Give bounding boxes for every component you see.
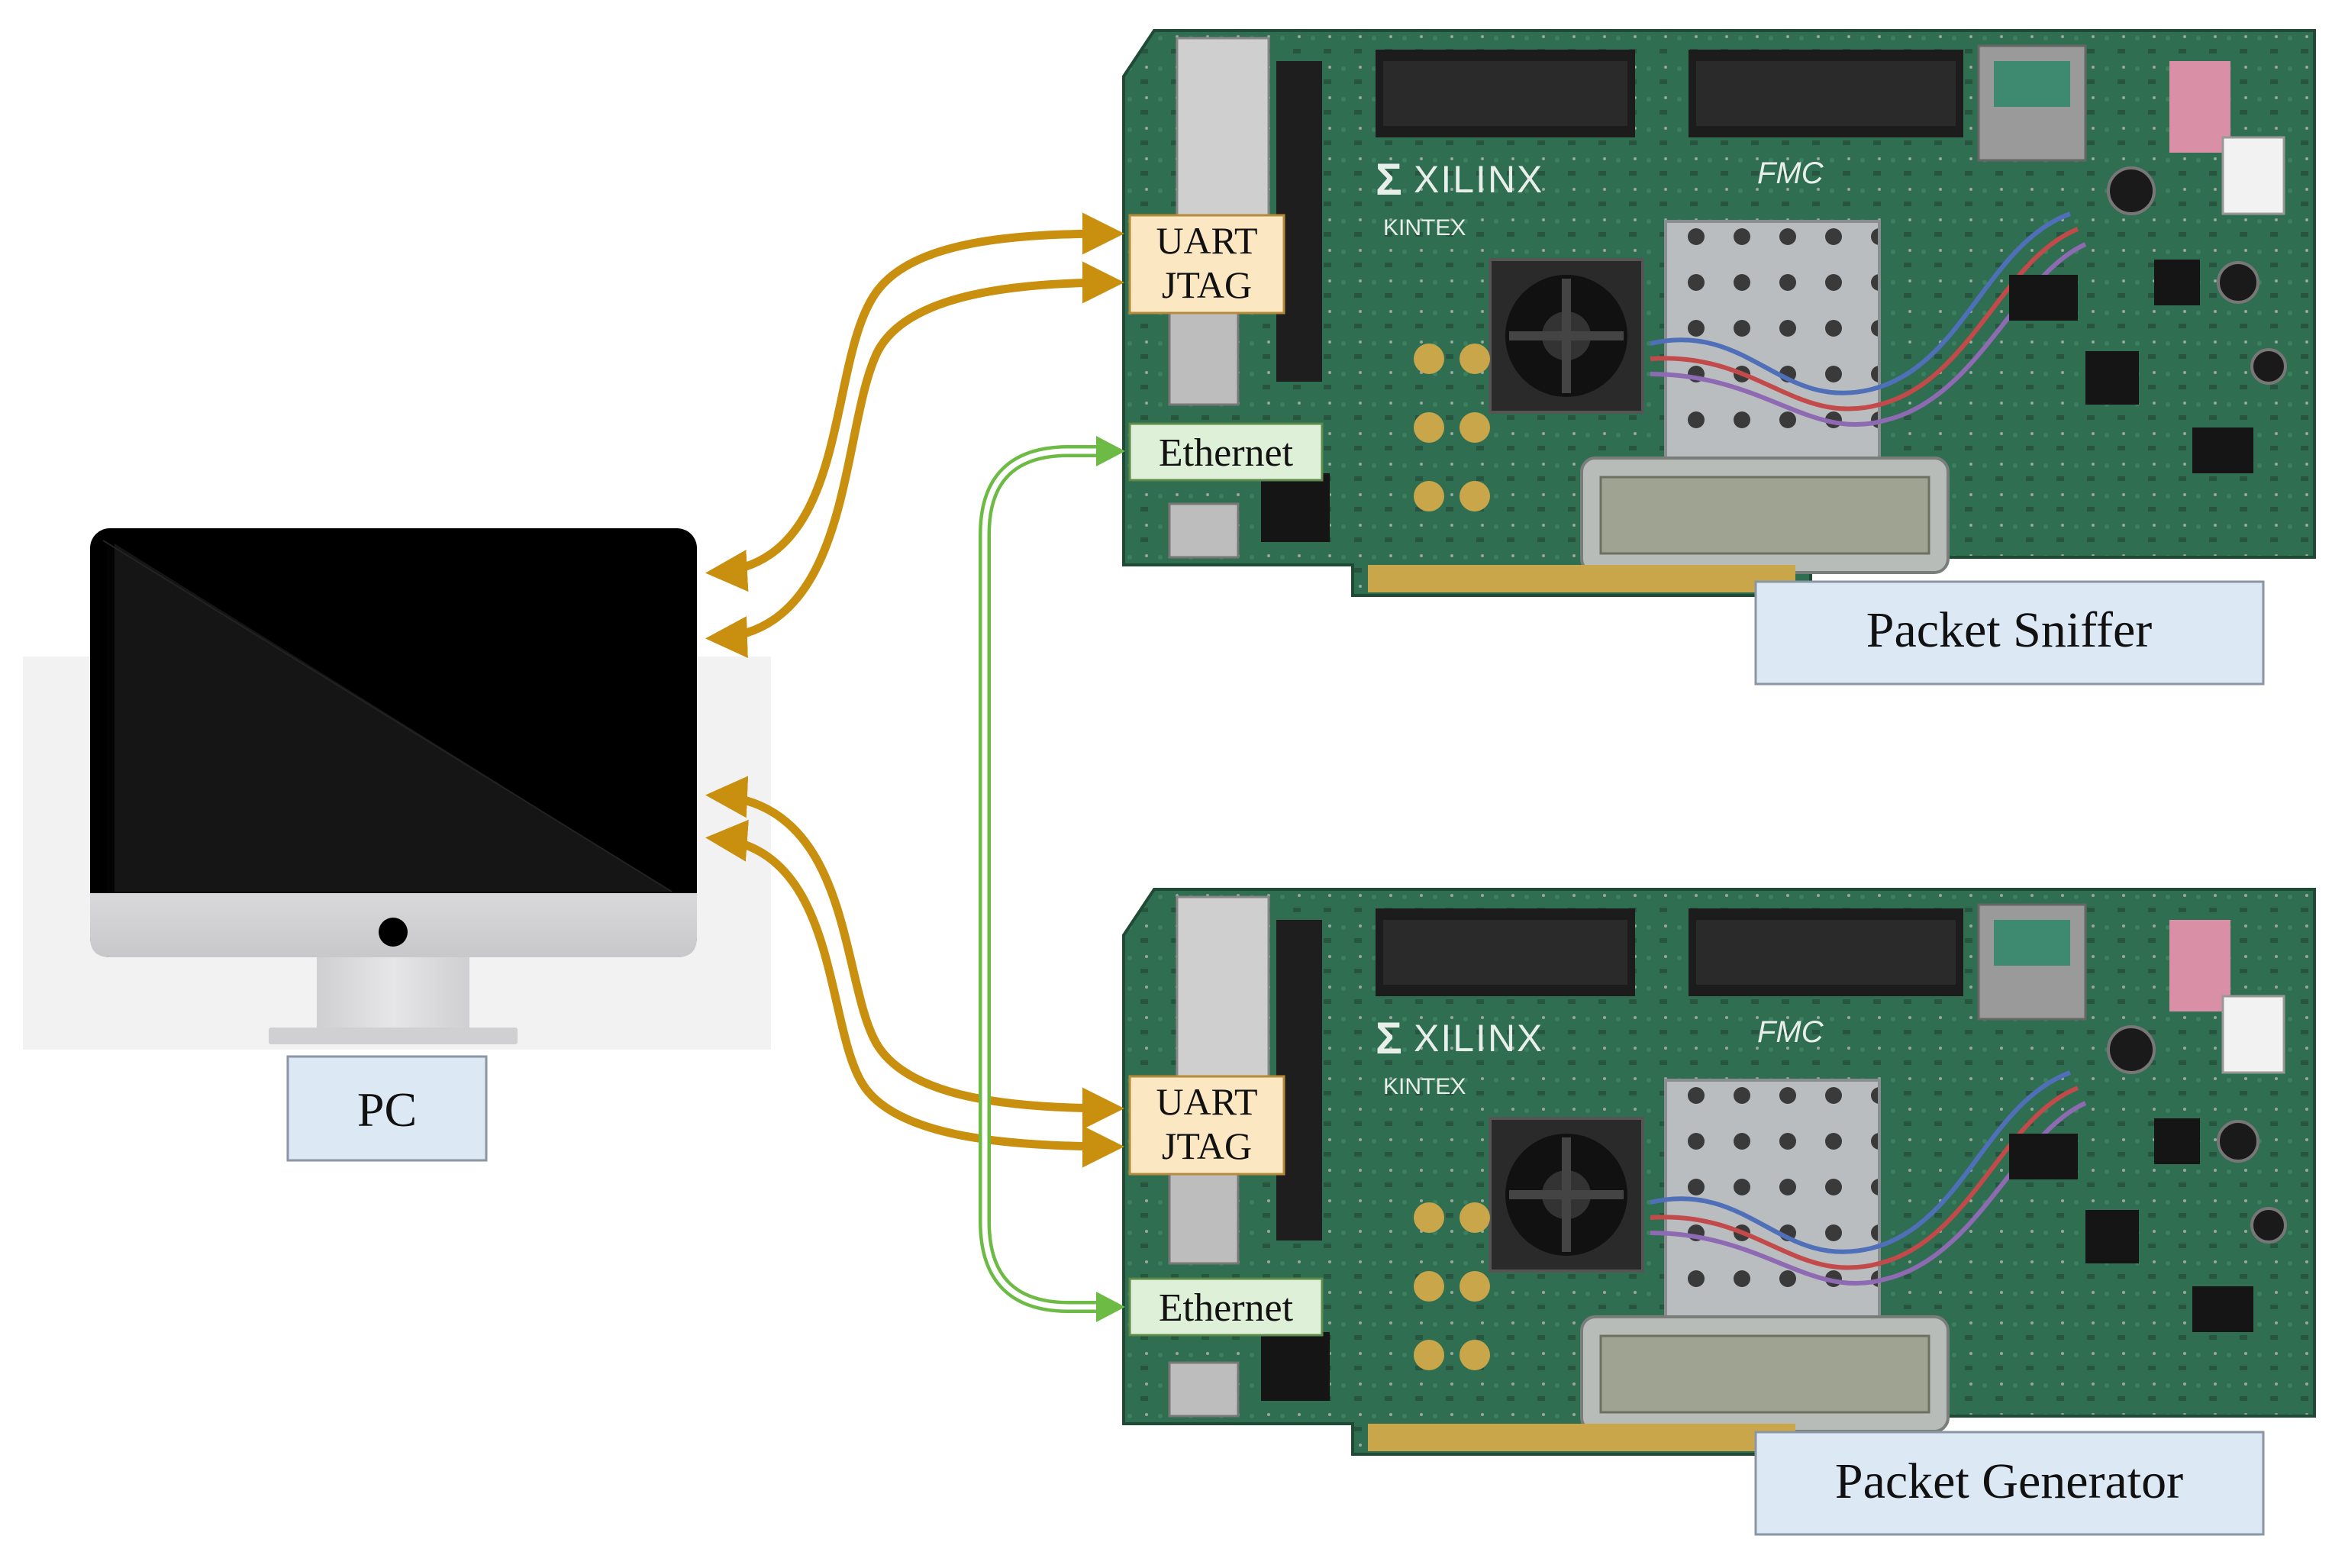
pc: PC bbox=[23, 528, 771, 1162]
sniffer-uart-jtag-port: UART JTAG bbox=[1128, 214, 1285, 315]
fpga-board-generator: UART JTAG Ethernet Packet Generator bbox=[1124, 889, 2314, 1536]
generator-jtag-link bbox=[705, 819, 1124, 1168]
fpga-board-icon bbox=[1124, 31, 2314, 595]
serial-links bbox=[705, 212, 1124, 1168]
sniffer-caption-box: Packet Sniffer bbox=[1754, 580, 2265, 686]
generator-uart-jtag-port: UART JTAG bbox=[1128, 1075, 1285, 1176]
sniffer-jtag-link bbox=[705, 261, 1124, 658]
generator-uart-label: UART bbox=[1156, 1080, 1257, 1123]
fpga-board-icon bbox=[1124, 889, 2314, 1454]
generator-ethernet-label: Ethernet bbox=[1159, 1286, 1294, 1330]
fpga-board-sniffer: UART JTAG Ethernet Packet Sniffer bbox=[1124, 31, 2314, 686]
sniffer-uart-label: UART bbox=[1156, 219, 1257, 262]
sniffer-jtag-label: JTAG bbox=[1162, 263, 1252, 306]
ethernet-link bbox=[979, 436, 1125, 1322]
sniffer-ethernet-label: Ethernet bbox=[1159, 431, 1294, 475]
generator-uart-link bbox=[705, 776, 1124, 1130]
monitor-icon bbox=[90, 528, 697, 1044]
ethernet-arrowhead-generator bbox=[1096, 1292, 1125, 1322]
generator-ethernet-port: Ethernet bbox=[1128, 1277, 1324, 1337]
generator-caption: Packet Generator bbox=[1835, 1453, 2183, 1509]
sniffer-caption: Packet Sniffer bbox=[1866, 602, 2153, 658]
generator-jtag-label: JTAG bbox=[1162, 1124, 1252, 1167]
pc-label: PC bbox=[357, 1082, 417, 1137]
pc-label-box: PC bbox=[286, 1055, 488, 1162]
generator-caption-box: Packet Generator bbox=[1754, 1431, 2265, 1536]
ethernet-arrowhead-sniffer bbox=[1096, 436, 1125, 466]
sniffer-ethernet-port: Ethernet bbox=[1128, 422, 1324, 482]
